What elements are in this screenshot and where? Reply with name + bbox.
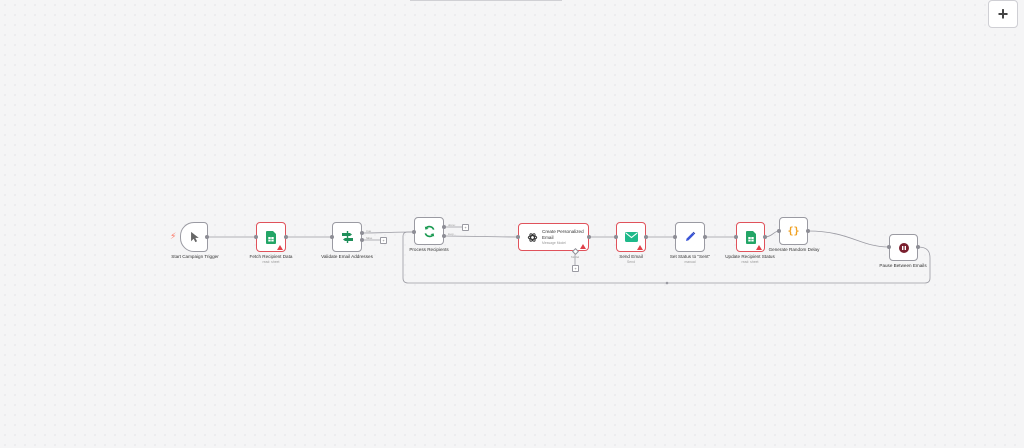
- label-send: Send Email: [619, 254, 643, 259]
- port-create-out[interactable]: [587, 235, 591, 239]
- branch-done-label: done: [448, 223, 455, 227]
- add-after-done-button[interactable]: +: [462, 224, 469, 231]
- warning-icon: [756, 245, 762, 250]
- label-create: Create Personalized Email: [542, 229, 584, 240]
- warning-icon: [580, 244, 586, 249]
- warning-icon: [637, 245, 643, 250]
- port-process-loop[interactable]: [442, 234, 446, 238]
- node-process-recipients[interactable]: [414, 217, 444, 245]
- label-fetch: Fetch Recipient Data: [249, 254, 293, 259]
- sub-create: Message Model: [542, 240, 566, 245]
- port-pause-out[interactable]: [916, 245, 920, 249]
- wire-process-create: [443, 235, 519, 238]
- label-status: Set Status to "Sent": [669, 254, 711, 259]
- node-pause-between-emails[interactable]: [889, 234, 918, 261]
- port-start-out[interactable]: [205, 235, 209, 239]
- port-delay-out[interactable]: [806, 229, 810, 233]
- port-create-in[interactable]: [516, 235, 520, 239]
- google-sheets-icon: [745, 230, 756, 244]
- port-delay-in[interactable]: [777, 229, 781, 233]
- port-send-in[interactable]: [614, 235, 618, 239]
- label-delay: Generate Random Delay: [768, 247, 820, 252]
- sub-update: read: sheet: [741, 260, 759, 264]
- code-braces-icon: {}: [787, 225, 800, 237]
- node-start-campaign-trigger[interactable]: [180, 222, 208, 252]
- port-status-in[interactable]: [673, 235, 677, 239]
- node-send-email[interactable]: [616, 222, 646, 252]
- label-process: Process Recipients: [409, 247, 449, 252]
- sub-fetch: read: sheet: [262, 260, 280, 264]
- node-fetch-recipient-data[interactable]: [256, 222, 286, 252]
- label-pause: Pause Between Emails: [879, 263, 927, 268]
- label-start: Start Campaign Trigger: [171, 254, 219, 259]
- pause-icon: [898, 242, 909, 253]
- trigger-bolt-icon: ⚡: [170, 231, 177, 241]
- port-process-done[interactable]: [442, 225, 446, 229]
- port-send-out[interactable]: [644, 235, 648, 239]
- filter-icon: [341, 231, 353, 243]
- loop-icon: [424, 225, 434, 237]
- wire-delay-pause: [807, 230, 890, 248]
- pen-icon: [686, 231, 696, 241]
- add-after-false-button[interactable]: +: [380, 237, 387, 244]
- top-divider: [410, 0, 562, 1]
- branch-model-label: Model: [571, 255, 580, 259]
- branch-true-label: true: [366, 229, 372, 233]
- label-validate: Validate Email Addresses: [321, 254, 373, 259]
- sub-status: manual: [684, 260, 696, 264]
- add-model-button[interactable]: +: [572, 265, 579, 272]
- sub-send: Send: [627, 260, 635, 264]
- port-pause-in[interactable]: [887, 245, 891, 249]
- node-update-recipient-status[interactable]: [736, 222, 765, 252]
- node-create-personalized-email[interactable]: Create Personalized Email Message Model: [518, 223, 589, 251]
- port-process-in[interactable]: [412, 230, 416, 234]
- port-validate-true[interactable]: [360, 231, 364, 235]
- port-fetch-out[interactable]: [284, 235, 288, 239]
- label-update: Update Recipient Status: [725, 254, 775, 259]
- node-generate-random-delay[interactable]: {}: [779, 217, 808, 245]
- openai-icon: [527, 232, 538, 242]
- warning-icon: [277, 245, 283, 250]
- node-validate-email-addresses[interactable]: [332, 222, 362, 252]
- port-update-in[interactable]: [734, 235, 738, 239]
- google-sheets-icon: [266, 230, 276, 244]
- port-update-out[interactable]: [763, 235, 767, 239]
- branch-loop-label: loop: [448, 232, 454, 236]
- port-fetch-in[interactable]: [254, 235, 258, 239]
- port-status-out[interactable]: [703, 235, 707, 239]
- loop-midpoint[interactable]: [665, 281, 669, 285]
- port-validate-in[interactable]: [330, 235, 334, 239]
- wire-loop-back: [402, 231, 931, 284]
- branch-false-label: false: [366, 236, 373, 240]
- node-set-status-sent[interactable]: [675, 222, 705, 252]
- cursor-icon: [190, 231, 199, 243]
- mail-icon: [624, 232, 638, 242]
- port-validate-false[interactable]: [360, 238, 364, 242]
- add-node-button[interactable]: +: [988, 0, 1018, 28]
